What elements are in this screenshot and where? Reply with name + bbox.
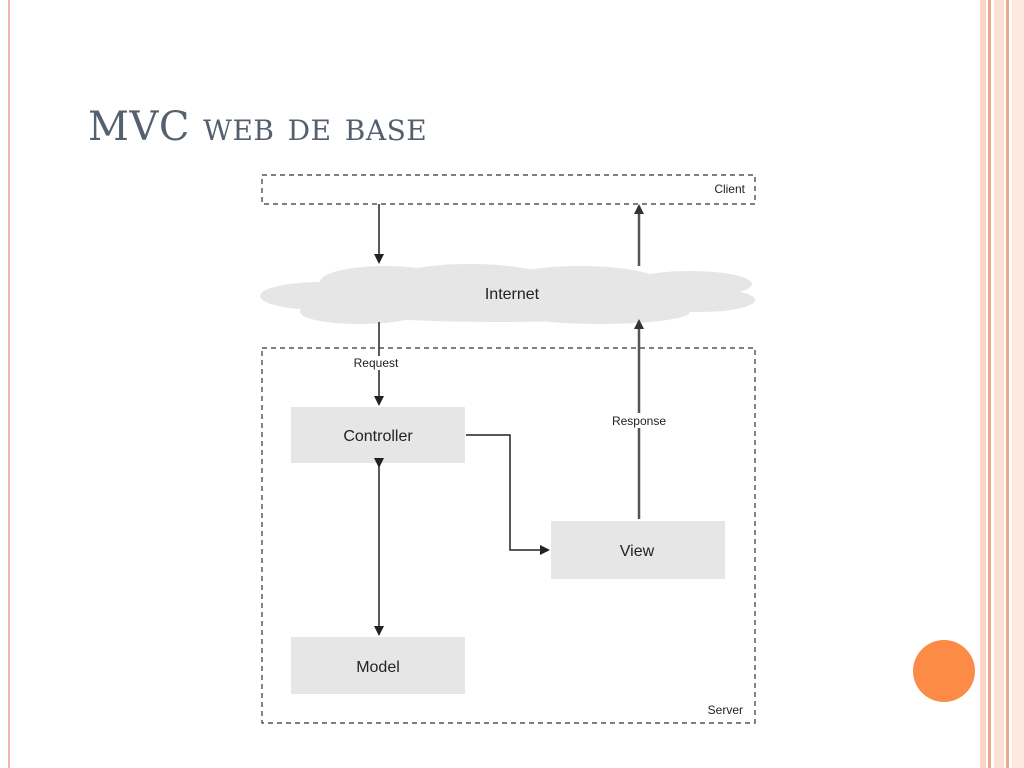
right-stripe [1006, 0, 1009, 768]
server-box [261, 347, 756, 724]
model-label: Model [356, 659, 400, 676]
client-box [261, 174, 756, 205]
server-label: Server [708, 703, 743, 717]
controller-box [291, 407, 465, 463]
response-label-bg [607, 413, 671, 428]
internet-label: Internet [485, 286, 540, 303]
view-label: View [620, 543, 655, 560]
client-label: Client [714, 182, 745, 196]
response-label: Response [612, 414, 666, 428]
request-label: Request [354, 356, 399, 370]
model-box [291, 637, 465, 694]
right-stripe [988, 0, 991, 768]
request-label-bg [348, 356, 406, 370]
right-stripe [1012, 0, 1024, 768]
left-border-line [8, 0, 10, 768]
right-stripe [980, 0, 986, 768]
controller-label: Controller [343, 428, 413, 445]
right-stripe [994, 0, 1004, 768]
internet-cloud [260, 264, 755, 324]
view-box [551, 521, 725, 579]
slide-title: MVC web de base [88, 104, 428, 150]
controller-to-view-arrow [466, 434, 550, 555]
decorative-orange-circle [913, 640, 975, 702]
